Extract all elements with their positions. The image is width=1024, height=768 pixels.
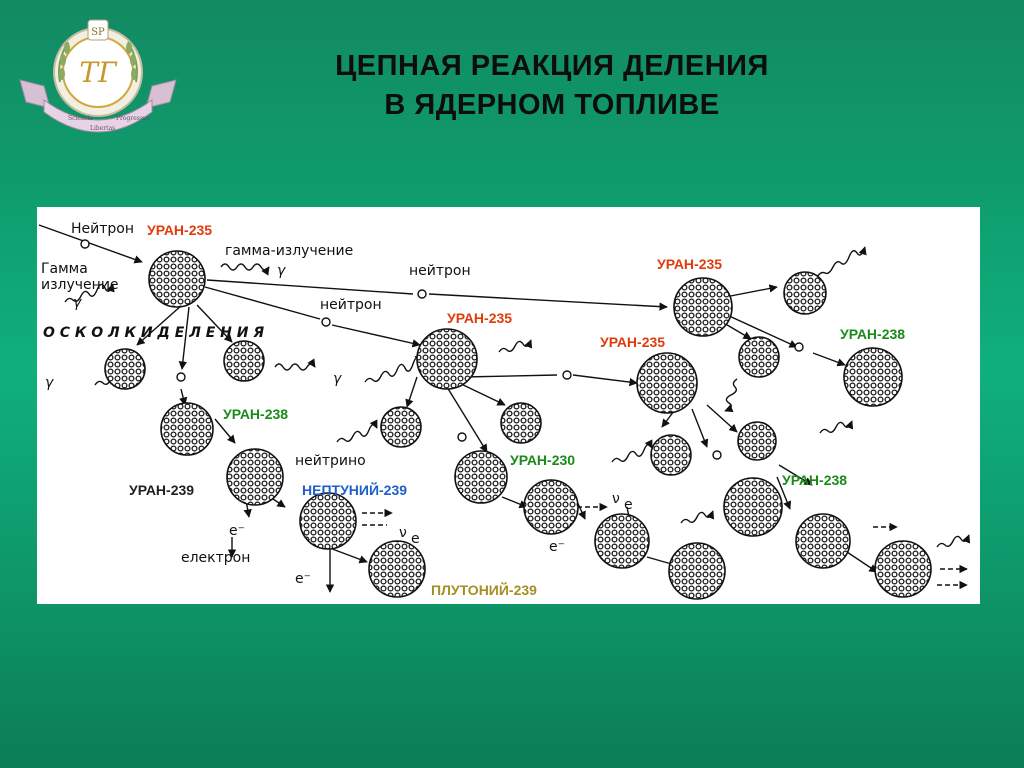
gamma-label-line1: Гамма [41, 261, 88, 277]
gamma-symbol: γ [277, 263, 286, 279]
uranium-238-label: УРАН-238 [840, 326, 905, 342]
nucleus [523, 479, 579, 535]
uranium-235-label: УРАН-235 [657, 256, 722, 272]
neptunium-239-nucleus [299, 492, 357, 550]
neutron-dot [457, 432, 467, 442]
uranium-238-nucleus [723, 477, 783, 537]
neutrino-subscript: e [624, 497, 633, 513]
fission-fragment-nucleus [738, 336, 780, 378]
uranium-238-label: УРАН-238 [223, 406, 288, 422]
logo-emblem: SP [91, 27, 105, 38]
neutrino-symbol: ν [612, 491, 620, 507]
uranium-235-label: УРАН-235 [447, 310, 512, 326]
uranium-230-label: УРАН-230 [510, 452, 575, 468]
uranium-239-nucleus [226, 448, 284, 506]
gamma-symbol: γ [333, 371, 342, 387]
nucleus [874, 540, 932, 598]
electron-label: електрон [181, 550, 250, 566]
neutron-dot [794, 342, 804, 352]
logo-ribbon-word: Scientia [68, 115, 93, 122]
neutrino-subscript: e [411, 531, 420, 547]
neutron-dot [321, 317, 331, 327]
plutonium-239-nucleus [368, 540, 426, 598]
neutron-dot [712, 450, 722, 460]
uranium-239-label: УРАН-239 [129, 482, 194, 498]
nucleus [795, 513, 851, 569]
fission-fragment-nucleus [104, 348, 146, 390]
fission-fragment-nucleus [223, 340, 265, 382]
fission-fragment-nucleus [737, 421, 777, 461]
slide-title-line-2: В ЯДЕРНОМ ТОПЛИВЕ [384, 89, 720, 121]
gamma-label-line2: излучение [41, 277, 119, 293]
neutron-dot [176, 372, 186, 382]
neutron-label: нейтрон [409, 263, 471, 279]
uranium-238-label: УРАН-238 [782, 472, 847, 488]
electron-symbol: e⁻ [295, 571, 311, 587]
university-logo: SP ТГ Scientia Libertas Progressus [16, 12, 182, 142]
electron-symbol: e⁻ [229, 523, 245, 539]
fission-fragment-nucleus [650, 434, 692, 476]
logo-ribbon-word: Progressus [116, 115, 150, 122]
fission-fragment-nucleus [380, 406, 422, 448]
fission-fragment-nucleus [500, 402, 542, 444]
gamma-symbol: γ [45, 375, 54, 391]
neutron-dot [80, 239, 90, 249]
logo-monogram: ТГ [79, 56, 118, 89]
slide-title-line-1: ЦЕПНАЯ РЕАКЦИЯ ДЕЛЕНИЯ [335, 50, 769, 82]
uranium-235-nucleus [416, 328, 478, 390]
logo-ribbon-word: Libertas [90, 125, 115, 132]
neutron-label: нейтрон [320, 297, 382, 313]
uranium-238-nucleus [843, 347, 903, 407]
nucleus [594, 513, 650, 569]
gamma-radiation-label: гамма-излучение [225, 243, 353, 259]
uranium-235-nucleus [673, 277, 733, 337]
neutrino-symbol: ν [399, 525, 407, 541]
uranium-235-label: УРАН-235 [600, 334, 665, 350]
neptunium-239-label: НЕПТУНИЙ-239 [302, 481, 407, 498]
fission-fragments-label: О С К О Л К И Д Е Л Е Н И Я [43, 325, 264, 341]
neutrino-label: нейтрино [295, 453, 366, 469]
fission-fragment-nucleus [783, 271, 827, 315]
uranium-235-nucleus [148, 250, 206, 308]
nucleus [668, 542, 726, 600]
chain-reaction-diagram: Нейтрон УРАН-235 Гамма излучение γ гамма… [37, 207, 980, 604]
neutron-label: Нейтрон [71, 221, 134, 237]
plutonium-239-label: ПЛУТОНИЙ-239 [431, 581, 537, 598]
electron-symbol: e⁻ [549, 539, 565, 555]
uranium-235-label: УРАН-235 [147, 222, 212, 238]
neutron-dot [417, 289, 427, 299]
uranium-235-nucleus [636, 352, 698, 414]
uranium-238-nucleus [160, 402, 214, 456]
neutron-dot [562, 370, 572, 380]
uranium-230-nucleus [454, 450, 508, 504]
gamma-symbol: γ [73, 295, 82, 311]
